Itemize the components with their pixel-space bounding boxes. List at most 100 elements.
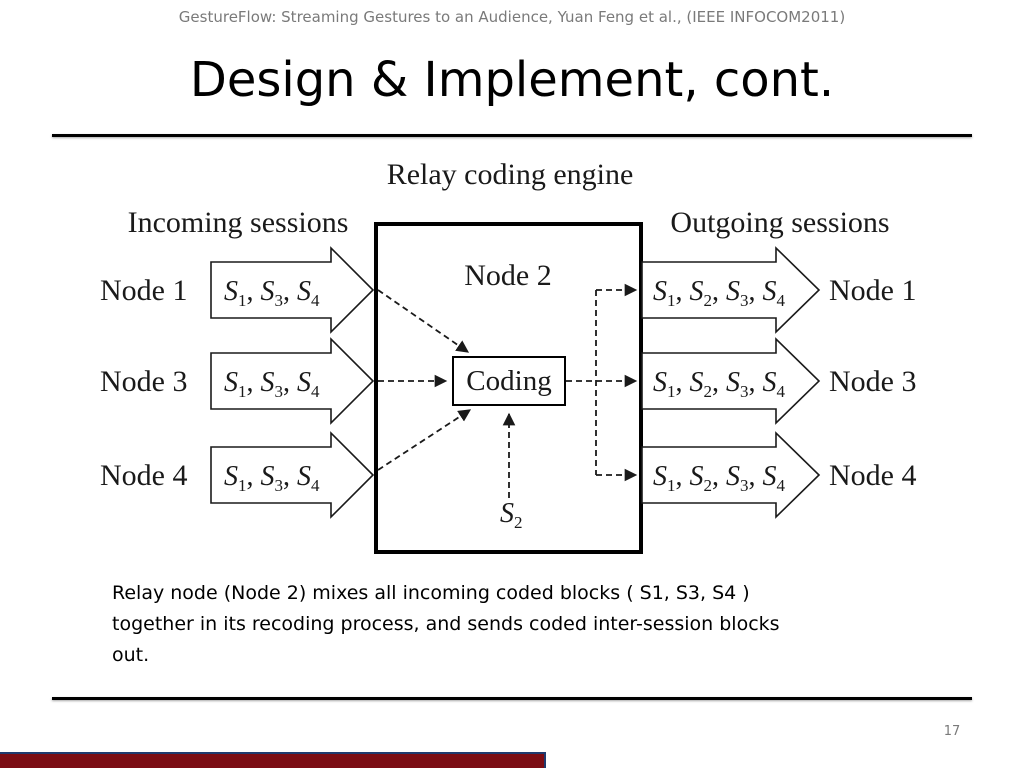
session-base: S: [690, 367, 704, 398]
outgoing-sessions-label: Outgoing sessions: [670, 206, 889, 239]
session-base: S: [726, 461, 740, 492]
top-divider: [52, 134, 972, 137]
bottom-divider: [52, 697, 972, 700]
dashed-flow-lines: [377, 283, 638, 498]
session-base: S: [690, 461, 704, 492]
incoming-arrow: [210, 431, 375, 519]
session-separator: ,: [283, 461, 297, 492]
session-subscript: 4: [311, 291, 320, 310]
session-separator: ,: [712, 367, 726, 398]
session-subscript: 4: [777, 476, 786, 495]
session-subscript: 3: [740, 476, 749, 495]
incoming-sessions-label: Incoming sessions: [128, 206, 349, 239]
session-base: S: [763, 461, 777, 492]
incoming-session-list: S1, S3, S4: [224, 276, 320, 310]
incoming-session-list: S1, S3, S4: [224, 461, 320, 495]
session-base: S: [224, 461, 238, 492]
session-subscript: 2: [704, 476, 713, 495]
session-subscript: 3: [275, 382, 284, 401]
session-base: S: [224, 276, 238, 307]
outgoing-session-list: S1, S2, S3, S4: [653, 461, 786, 495]
session-separator: ,: [676, 367, 690, 398]
session-subscript: 2: [704, 382, 713, 401]
session-base: S: [653, 367, 667, 398]
coding-label: Coding: [466, 365, 551, 397]
flow-in-node4: [377, 409, 472, 471]
session-separator: ,: [749, 367, 763, 398]
header-citation: GestureFlow: Streaming Gestures to an Au…: [178, 8, 846, 26]
session-base: S: [297, 367, 311, 398]
outgoing-node-label: Node 3: [829, 365, 916, 398]
local-source-sub: 2: [514, 513, 523, 532]
session-subscript: 4: [311, 476, 320, 495]
local-source-base: S: [500, 498, 514, 529]
session-subscript: 3: [740, 291, 749, 310]
slide-title: Design & Implement, cont.: [189, 52, 835, 108]
outgoing-arrow: [641, 246, 821, 334]
session-separator: ,: [283, 276, 297, 307]
session-subscript: 2: [704, 291, 713, 310]
session-separator: ,: [676, 276, 690, 307]
incoming-node-label: Node 1: [100, 274, 187, 307]
session-separator: ,: [749, 461, 763, 492]
session-separator: ,: [283, 367, 297, 398]
session-base: S: [763, 367, 777, 398]
session-separator: ,: [749, 276, 763, 307]
incoming-arrow: [210, 246, 375, 334]
page-number: 17: [943, 724, 961, 739]
session-separator: ,: [712, 461, 726, 492]
session-base: S: [297, 461, 311, 492]
session-subscript: 1: [238, 291, 247, 310]
outgoing-node-label: Node 4: [829, 459, 916, 492]
diagram-title: Relay coding engine: [387, 158, 634, 191]
session-base: S: [726, 367, 740, 398]
session-base: S: [297, 276, 311, 307]
session-base: S: [653, 461, 667, 492]
session-base: S: [261, 461, 275, 492]
session-base: S: [653, 276, 667, 307]
session-subscript: 4: [311, 382, 320, 401]
outgoing-row: S1, S2, S3, S4 Node 4: [641, 431, 916, 519]
session-separator: ,: [676, 461, 690, 492]
incoming-arrow: [210, 337, 375, 425]
session-base: S: [224, 367, 238, 398]
session-separator: ,: [247, 367, 261, 398]
session-subscript: 3: [740, 382, 749, 401]
local-source-s2: S2: [500, 498, 523, 532]
incoming-node-label: Node 3: [100, 365, 187, 398]
coding-box: [452, 356, 566, 406]
session-separator: ,: [247, 276, 261, 307]
outgoing-node-label: Node 1: [829, 274, 916, 307]
footer-bar: [0, 752, 546, 768]
session-base: S: [261, 367, 275, 398]
session-subscript: 4: [777, 382, 786, 401]
session-subscript: 3: [275, 476, 284, 495]
outgoing-session-list: S1, S2, S3, S4: [653, 367, 786, 401]
session-subscript: 3: [275, 291, 284, 310]
outgoing-session-list: S1, S2, S3, S4: [653, 276, 786, 310]
slide-caption: Relay node (Node 2) mixes all incoming c…: [112, 582, 780, 666]
session-base: S: [690, 276, 704, 307]
session-base: S: [261, 276, 275, 307]
session-base: S: [726, 276, 740, 307]
session-separator: ,: [247, 461, 261, 492]
incoming-session-list: S1, S3, S4: [224, 367, 320, 401]
session-separator: ,: [712, 276, 726, 307]
incoming-node-label: Node 4: [100, 459, 187, 492]
session-base: S: [763, 276, 777, 307]
relay-node-label: Node 2: [464, 259, 551, 292]
session-subscript: 4: [777, 291, 786, 310]
session-subscript: 1: [238, 382, 247, 401]
session-subscript: 1: [667, 382, 676, 401]
outgoing-arrow: [641, 431, 821, 519]
outgoing-arrow: [641, 337, 821, 425]
session-subscript: 1: [667, 291, 676, 310]
session-subscript: 1: [238, 476, 247, 495]
